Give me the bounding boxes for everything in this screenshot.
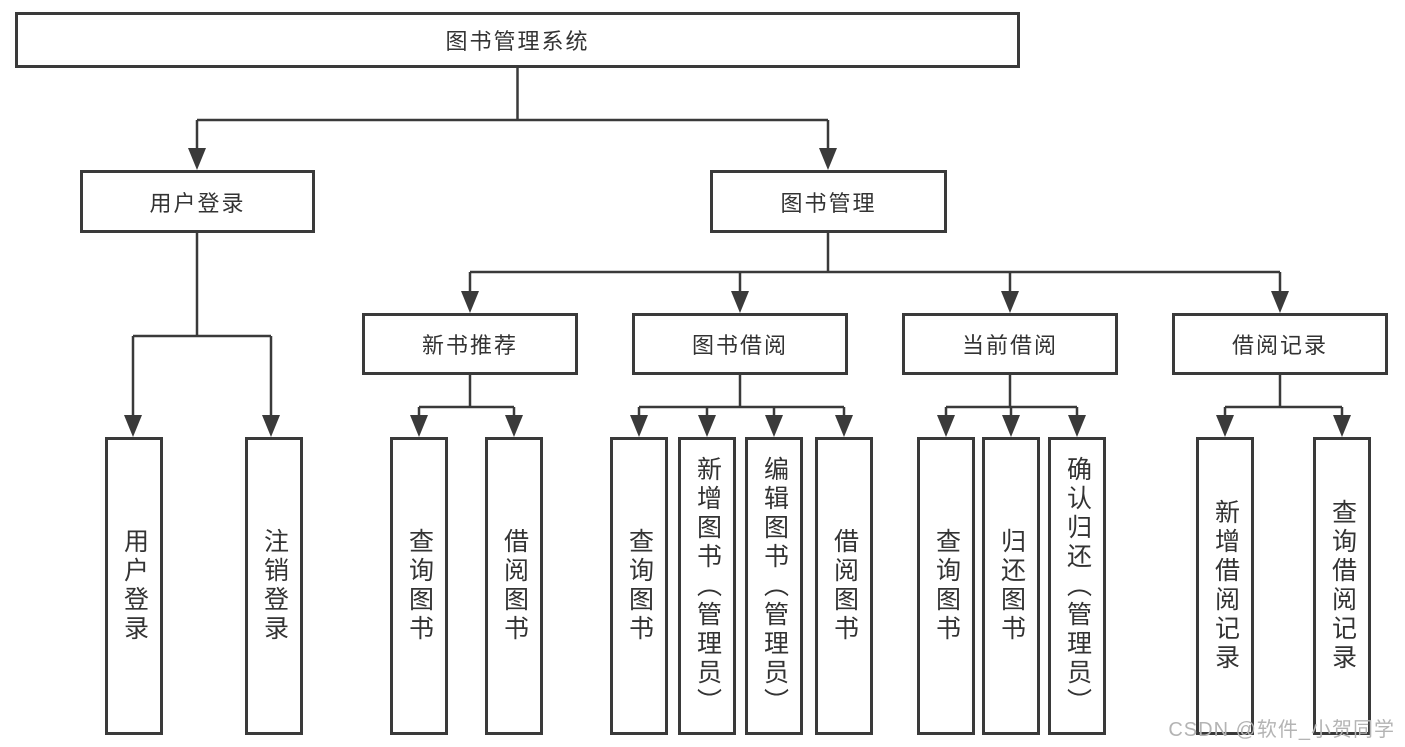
leaf-logout: 注销登录 bbox=[245, 437, 303, 735]
leaf-edit-book-admin: 编辑图书（管理员） bbox=[745, 437, 803, 735]
node-label: 图书管理系统 bbox=[445, 29, 590, 54]
node-label: 确认归还（管理员） bbox=[1063, 455, 1092, 717]
leaf-query-books-current: 查询图书 bbox=[917, 437, 975, 735]
node-label: 查询借阅记录 bbox=[1328, 499, 1357, 673]
leaf-confirm-return-admin: 确认归还（管理员） bbox=[1048, 437, 1106, 735]
node-label: 用户登录 bbox=[149, 190, 246, 216]
node-root-system: 图书管理系统 bbox=[15, 12, 1020, 68]
leaf-query-borrow-record: 查询借阅记录 bbox=[1313, 437, 1371, 735]
node-label: 图书管理 bbox=[780, 190, 877, 216]
node-current-borrowing: 当前借阅 bbox=[902, 313, 1118, 375]
node-borrow-records: 借阅记录 bbox=[1172, 313, 1388, 375]
node-book-borrowing: 图书借阅 bbox=[632, 313, 848, 375]
node-label: 编辑图书（管理员） bbox=[760, 455, 789, 717]
node-label: 借阅图书 bbox=[830, 528, 859, 644]
node-label: 借阅图书 bbox=[500, 528, 529, 644]
node-label: 查询图书 bbox=[625, 528, 654, 644]
node-label: 图书借阅 bbox=[691, 333, 788, 358]
csdn-watermark: CSDN @软件_小贺同学 bbox=[1168, 719, 1395, 741]
node-label: 注销登录 bbox=[260, 528, 289, 644]
node-label: 新书推荐 bbox=[421, 333, 518, 358]
leaf-borrow-books-recommend: 借阅图书 bbox=[485, 437, 543, 735]
node-book-management: 图书管理 bbox=[710, 170, 947, 233]
node-label: 查询图书 bbox=[405, 528, 434, 644]
leaf-return-books: 归还图书 bbox=[982, 437, 1040, 735]
node-new-book-recommend: 新书推荐 bbox=[362, 313, 578, 375]
node-label: 新增图书（管理员） bbox=[693, 455, 722, 717]
leaf-user-login: 用户登录 bbox=[105, 437, 163, 735]
node-label: 归还图书 bbox=[997, 528, 1026, 644]
node-user-login: 用户登录 bbox=[80, 170, 315, 233]
node-label: 借阅记录 bbox=[1231, 333, 1328, 358]
leaf-add-book-admin: 新增图书（管理员） bbox=[678, 437, 736, 735]
leaf-query-books-borrowing: 查询图书 bbox=[610, 437, 668, 735]
node-label: 查询图书 bbox=[932, 528, 961, 644]
node-label: 用户登录 bbox=[120, 528, 149, 644]
node-label: 新增借阅记录 bbox=[1211, 499, 1240, 673]
leaf-add-borrow-record: 新增借阅记录 bbox=[1196, 437, 1254, 735]
leaf-borrow-books-borrowing: 借阅图书 bbox=[815, 437, 873, 735]
leaf-query-books-recommend: 查询图书 bbox=[390, 437, 448, 735]
node-label: 当前借阅 bbox=[961, 333, 1058, 358]
